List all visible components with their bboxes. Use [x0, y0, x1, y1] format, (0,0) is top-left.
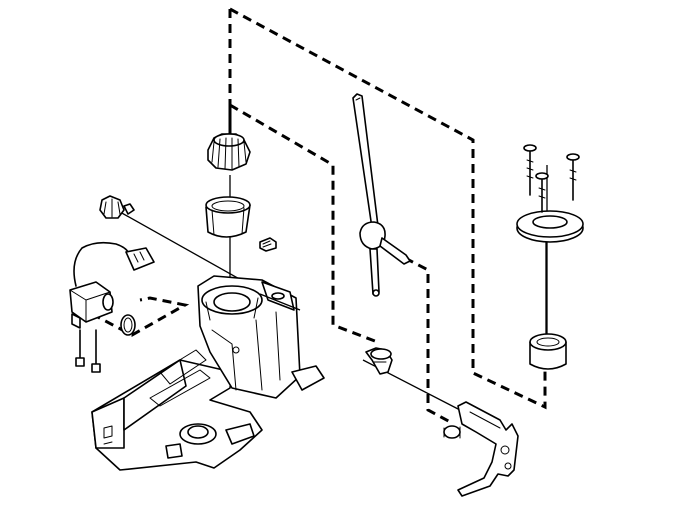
bushing-upper [207, 133, 251, 171]
housing-linkage-axis [259, 293, 301, 311]
bushing-lower [205, 196, 251, 238]
bulb-holder [99, 195, 135, 219]
dashed-leader-lines [91, 7, 547, 425]
housing [91, 275, 325, 471]
solenoid [69, 281, 114, 329]
sleeve [529, 333, 567, 370]
linkage-arm [443, 401, 519, 497]
screws-plate [523, 144, 580, 213]
gear-lever-rod [352, 93, 411, 297]
ball-socket [365, 347, 393, 375]
screws-solenoid [75, 329, 101, 373]
connector [73, 241, 155, 287]
o-ring [120, 314, 136, 336]
clip [259, 237, 277, 252]
gate-plate [516, 210, 584, 243]
